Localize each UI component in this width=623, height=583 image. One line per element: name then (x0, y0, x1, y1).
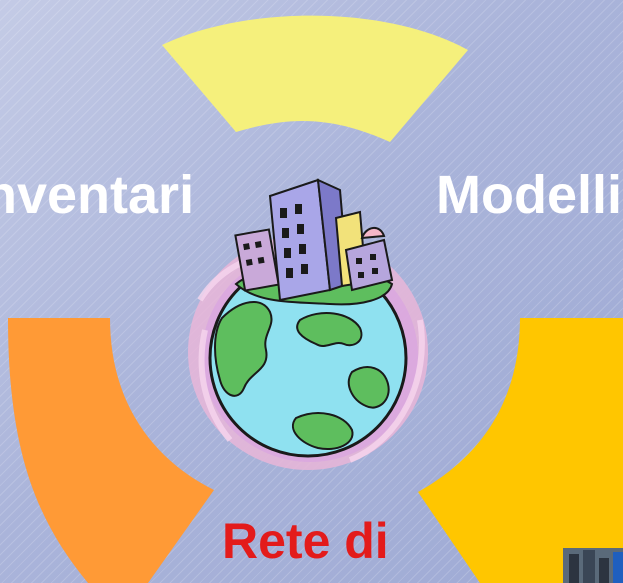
modelli-label: Modelli (436, 165, 622, 225)
right-segment (418, 318, 623, 583)
left-segment (8, 318, 214, 583)
top-segment (162, 15, 468, 142)
corner-image-fragment (563, 548, 623, 583)
rete-di-label: Rete di (222, 513, 389, 569)
inventari-label: nventari (0, 165, 195, 225)
